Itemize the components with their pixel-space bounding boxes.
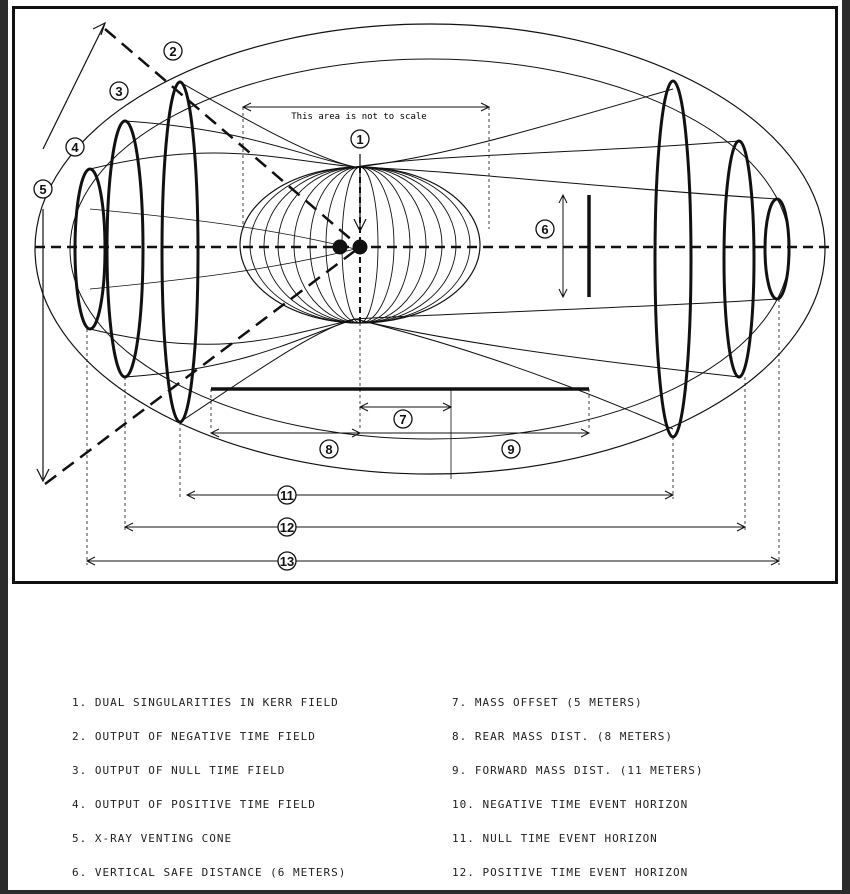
legend-item-9: 9. FORWARD MASS DIST. (11 METERS): [452, 764, 704, 777]
legend-item-5: 5. X-RAY VENTING CONE: [72, 832, 233, 845]
legend-item-10: 10. NEGATIVE TIME EVENT HORIZON: [452, 798, 689, 811]
flow-line: [124, 120, 740, 168]
venting-cone-upper: [104, 28, 361, 248]
legend-item-6: 6. VERTICAL SAFE DISTANCE (6 METERS): [72, 866, 347, 879]
marker-3-label: 3: [115, 84, 122, 99]
legend-item-3: 3. OUTPUT OF NULL TIME FIELD: [72, 764, 286, 777]
legend-item-2: 2. OUTPUT OF NEGATIVE TIME FIELD: [72, 730, 316, 743]
inner-event-horizon-ellipse: [69, 58, 791, 440]
ring-positive-horizon-front: [763, 197, 791, 301]
legend-item-8: 8. REAR MASS DIST. (8 METERS): [452, 730, 674, 743]
outer-event-horizon-ellipse: [34, 23, 826, 475]
flow-line: [124, 318, 740, 378]
ring-4-output-positive: [73, 167, 107, 331]
diagram-panel: This area is not to scale 1 2 3: [12, 6, 838, 584]
legend-item-11: 11. NULL TIME EVENT HORIZON: [452, 832, 658, 845]
legend-item-4: 4. OUTPUT OF POSITIVE TIME FIELD: [72, 798, 316, 811]
singularity-dot: [332, 239, 348, 255]
marker-4-label: 4: [71, 140, 79, 155]
marker-13-label: 13: [280, 554, 294, 569]
legend-item-1: 1. DUAL SINGULARITIES IN KERR FIELD: [72, 696, 339, 709]
marker-5-label: 5: [39, 182, 46, 197]
flow-line: [89, 318, 674, 430]
flow-line: [89, 88, 674, 170]
figure-frame: This area is not to scale 1 2 3: [8, 0, 842, 890]
legend: 1. DUAL SINGULARITIES IN KERR FIELD 2. O…: [8, 680, 842, 890]
flow-line: [179, 298, 778, 423]
flow-line: [89, 208, 356, 250]
singularity-dot: [352, 239, 368, 255]
kerr-field-diagram: This area is not to scale 1 2 3: [33, 21, 830, 571]
ring-negative-horizon-front: [653, 79, 693, 439]
legend-item-7: 7. MASS OFFSET (5 METERS): [452, 696, 643, 709]
marker-12-label: 12: [280, 520, 294, 535]
marker-1-label: 1: [356, 132, 363, 147]
scale-note: This area is not to scale: [291, 112, 426, 122]
legend-item-12: 12. POSITIVE TIME EVENT HORIZON: [452, 866, 689, 879]
marker-11-label: 11: [280, 488, 294, 503]
marker-8-label: 8: [325, 442, 332, 457]
marker-2-label: 2: [169, 44, 176, 59]
flow-line: [89, 248, 356, 290]
marker-9-label: 9: [507, 442, 514, 457]
marker-6-label: 6: [541, 222, 548, 237]
marker-7-label: 7: [399, 412, 406, 427]
ring-null-horizon-front: [722, 139, 756, 379]
